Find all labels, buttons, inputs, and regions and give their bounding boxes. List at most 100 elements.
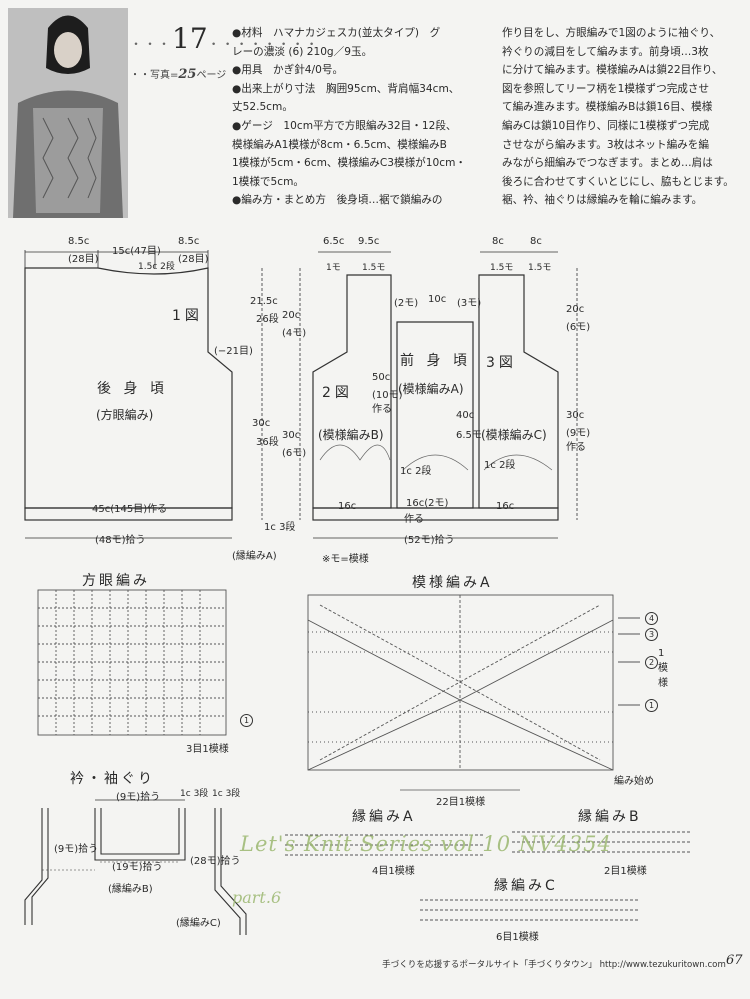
back-body-rows: 36段 (256, 437, 279, 448)
pattern-a-row-3: 3 (645, 628, 658, 641)
edge-a-title: 縁編みA (352, 809, 416, 825)
front-side-motifs-right: (3モ) (457, 298, 482, 309)
back-body-outline (24, 267, 233, 509)
back-edge-band (24, 507, 233, 521)
instruction-line: ●用具 かぎ針4/0号。 (232, 64, 344, 77)
back-body-height: 30c (252, 418, 271, 429)
collar-band-1: 1c 3段 (180, 789, 209, 799)
back-neck-width: 15c(47目) (112, 246, 161, 257)
instructions-column-2: 作り目をし、方眼編みで1図のように袖ぐり、 衿ぐりの減目をして編みます。前身頃…… (502, 24, 742, 210)
front-w1-motif: 1モ (326, 263, 341, 273)
page-number: 67 (726, 953, 743, 968)
back-piece-name: 後 身 頃 (97, 381, 168, 397)
instruction-line: ●ゲージ 10cm平方で方眼編み32目・12段、 (232, 119, 457, 132)
back-edge-height: 1c 3段 (264, 522, 296, 533)
front-pickup: (52モ)拾う (404, 535, 455, 546)
grid-stitch-repeat: 3目1模様 (186, 744, 229, 755)
back-cast-on: 45c(145目)作る (92, 504, 168, 515)
back-armhole-height-alt: 20c (282, 310, 301, 321)
instruction-line: 図を参照してリーフ柄を1模様ずつ完成させ (502, 82, 710, 95)
instruction-line: 作り目をし、方眼編みで1図のように袖ぐり、 (502, 27, 721, 39)
back-stitch-type: (方眼編み) (96, 408, 154, 422)
front-figure-3: 3図 (486, 355, 517, 371)
front-piece-name: 前 身 頃 (400, 353, 471, 369)
back-body-height-alt: 30c (282, 430, 301, 441)
watermark-series: Let's Knit Series vol 10 NV4354 (240, 832, 612, 856)
pattern-number: ・・・17・・・・・・・・ (130, 22, 320, 55)
back-edge-name: (縁編みA) (232, 551, 277, 562)
back-top-right-width: 8.5c (178, 236, 200, 247)
edge-b-title: 縁編みB (578, 809, 642, 825)
back-figure-label: 1図 (172, 308, 203, 324)
back-top-right-stitches: (28目) (178, 254, 209, 265)
instruction-line: て編み進みます。模様編みBは鎖16目、模様 (502, 101, 713, 114)
edge-a-repeat: 4目1模様 (372, 866, 415, 877)
grid-row-1-marker: 1 (240, 714, 253, 727)
front-right-armhole-motifs: (6モ) (566, 322, 591, 333)
grid-stitch-title: 方眼編み (82, 573, 150, 589)
front-w4: 8c (530, 236, 542, 247)
instruction-line: レーの濃淡 (6) 210g／9玉。 (232, 45, 373, 58)
photo-illustration (8, 8, 128, 218)
collar-edge-c: (縁編みC) (176, 918, 221, 929)
collar-top-pickup: (9モ)拾う (116, 792, 161, 803)
front-side-motifs-left: (2モ) (394, 298, 419, 309)
back-armhole-height: 21.5c (250, 296, 278, 307)
back-body-motifs: (6モ) (282, 448, 307, 459)
motif-note: ※モ=模様 (322, 554, 369, 565)
front-stitch-c: (模様編みC) (481, 428, 547, 442)
front-right-armhole: 20c (566, 304, 585, 315)
front-join-1: 1c 2段 (400, 466, 432, 477)
front-right-body: 30c (566, 410, 585, 421)
front-center-motifs: 6.5モ (456, 430, 482, 441)
edge-stitch-charts (285, 831, 690, 921)
instruction-line: 1模様が5cm・6cm、模様編みC3模様が10cm・ (232, 157, 466, 170)
front-stitch-a: (模様編みA) (398, 382, 464, 396)
front-neck-depth: 10c (428, 294, 447, 305)
instruction-line: させながら編みます。3枚はネット編みを編 (502, 138, 709, 151)
photo-reference: ・・写真=25ページ (130, 67, 227, 82)
front-w2: 9.5c (358, 236, 380, 247)
pattern-a-row-2: 2 (645, 656, 658, 669)
pattern-a-row-4: 4 (645, 612, 658, 625)
front-bottom-right: 16c (496, 501, 515, 512)
instruction-line: 模様編みA1模様が8cm・6.5cm、模様編みB (232, 138, 447, 151)
pattern-a-chart (307, 594, 640, 791)
instruction-line: みながら細編みでつなぎます。まとめ…肩は (502, 157, 713, 170)
instruction-line: に分けて編みます。模様編みAは鎖22目作り、 (502, 64, 723, 77)
instruction-line: ●材料 ハマナカジェスカ(並太タイプ) グ (232, 27, 441, 39)
collar-left-pickup: (9モ)拾う (54, 844, 99, 855)
front-edge-band (312, 507, 559, 521)
front-w2-motif: 1.5モ (362, 263, 386, 273)
edge-b-repeat: 2目1模様 (604, 866, 647, 877)
footer-text: 手づくりを応援するポータルサイト「手づくりタウン」 http://www.tez… (382, 960, 726, 970)
front-w1: 6.5c (323, 236, 345, 247)
collar-right-pickup: (28モ)拾う (190, 856, 241, 867)
back-armhole-motifs: (4モ) (282, 328, 307, 339)
collar-armhole-diagram (24, 799, 247, 935)
front-w4-motif: 1.5モ (528, 263, 552, 273)
instruction-line: ●編み方・まとめ方 後身頃…裾で鎖編みの (232, 194, 443, 207)
instruction-line: ●出来上がり寸法 胸囲95cm、背肩幅34cm、 (232, 82, 460, 95)
collar-mid-pickup: (19モ)拾う (112, 862, 163, 873)
instruction-line: 後ろに合わせてすくいとじにし、脇もとじます。 (502, 175, 734, 188)
front-w3: 8c (492, 236, 504, 247)
back-neck-depth: 1.5c 2段 (138, 262, 175, 272)
front-bottom-center: 16c(2モ) (406, 498, 449, 509)
grid-stitch-chart (37, 589, 227, 736)
collar-title: 衿・袖ぐり (70, 771, 155, 787)
instruction-line: 1模様で5cm。 (232, 175, 304, 188)
front-bottom-left: 16c (338, 501, 357, 512)
front-center-height: 40c (456, 410, 475, 421)
front-bottom-make: 作る (404, 514, 424, 525)
model-photo (8, 8, 128, 218)
collar-band-2: 1c 3段 (212, 789, 241, 799)
front-mid-height: 50c (372, 372, 391, 383)
watermark-part: part.6 (232, 888, 282, 907)
pattern-a-row-1: 1 (645, 699, 658, 712)
pattern-a-side-repeat: 1模様 (658, 648, 668, 689)
instructions-column-1: ●材料 ハマナカジェスカ(並太タイプ) グ レーの濃淡 (6) 210g／9玉。… (232, 24, 477, 210)
pattern-a-start: 編み始め (614, 776, 654, 787)
pattern-a-repeat: 22目1模様 (436, 797, 486, 808)
